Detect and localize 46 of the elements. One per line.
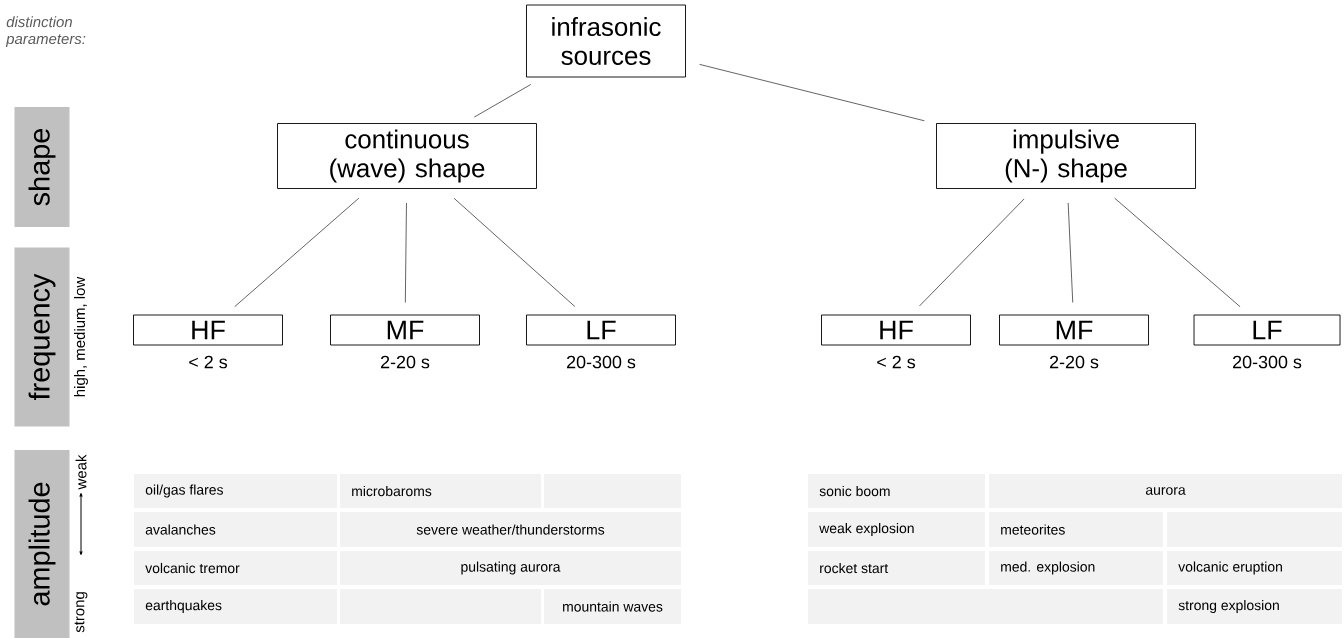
parameter-band: amplitude bbox=[14, 450, 70, 638]
period-label: 2-20 s bbox=[381, 355, 430, 369]
table-cell: weak explosion bbox=[808, 512, 985, 547]
table-cell: severe weather/thunderstorms bbox=[340, 512, 681, 547]
frequency-box: LF bbox=[1193, 314, 1341, 346]
category-box: infrasonic sources bbox=[526, 4, 686, 78]
period-label: 2-20 s bbox=[1050, 355, 1099, 369]
connector-line bbox=[699, 63, 925, 122]
table-cell: pulsating aurora bbox=[340, 551, 681, 585]
frequency-box: LF bbox=[526, 314, 676, 346]
heading-note: distinction parameters: bbox=[5, 16, 86, 48]
period-label: 20-300 s bbox=[567, 355, 636, 369]
table-cell: mountain waves bbox=[544, 589, 681, 624]
table-cell: med. explosion bbox=[989, 551, 1163, 585]
table-cell: volcanic tremor bbox=[134, 551, 337, 585]
parameter-band: frequency bbox=[14, 247, 70, 427]
period-label: 20-300 s bbox=[1233, 355, 1302, 369]
frequency-box: MF bbox=[999, 314, 1149, 346]
connector-line bbox=[234, 197, 360, 308]
table-cell: microbaroms bbox=[340, 474, 541, 508]
table-cell: meteorites bbox=[989, 512, 1163, 547]
axis-note: weak bbox=[75, 454, 87, 490]
table-cell: oil/gas flares bbox=[134, 474, 337, 508]
table-cell: sonic boom bbox=[808, 474, 985, 508]
period-label: < 2 s bbox=[189, 355, 228, 369]
parameter-band: shape bbox=[14, 107, 70, 227]
table-cell: volcanic eruption bbox=[1167, 551, 1342, 585]
axis-note: high, medium, low bbox=[74, 276, 88, 397]
connector-line bbox=[453, 197, 576, 307]
table-cell: rocket start bbox=[808, 551, 985, 585]
frequency-box: HF bbox=[133, 314, 283, 346]
connector-line bbox=[404, 202, 407, 303]
table-cell: aurora bbox=[989, 474, 1342, 508]
frequency-box: MF bbox=[330, 314, 480, 346]
table-cell: avalanches bbox=[134, 512, 337, 547]
table-cell: earthquakes bbox=[134, 589, 337, 624]
frequency-box: HF bbox=[821, 314, 971, 346]
connector-line bbox=[473, 84, 532, 118]
connector-line bbox=[1114, 197, 1241, 308]
category-box: impulsive (N-) shape bbox=[936, 123, 1196, 189]
connector-line bbox=[919, 198, 1025, 307]
table-cell: strong explosion bbox=[1167, 589, 1342, 624]
category-box: continuous (wave) shape bbox=[277, 123, 537, 189]
axis-note: strong bbox=[74, 592, 88, 633]
connector-line bbox=[1067, 202, 1074, 303]
period-label: < 2 s bbox=[877, 355, 916, 369]
